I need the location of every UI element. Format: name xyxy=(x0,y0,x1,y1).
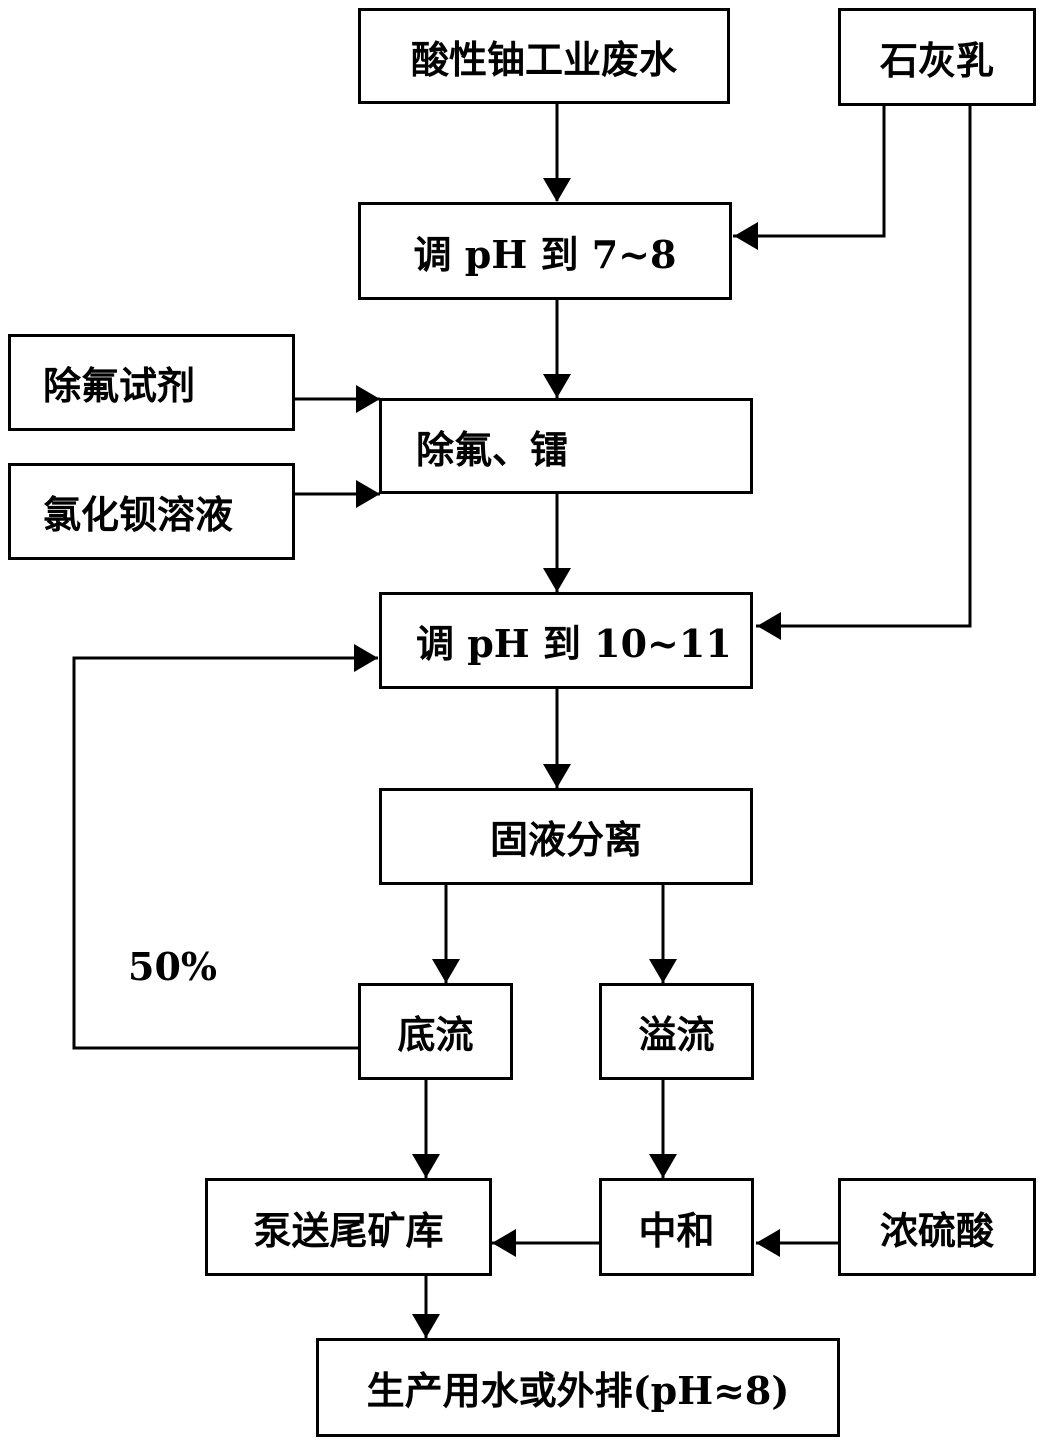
node-underflow: 底流 xyxy=(358,983,513,1080)
node-wastewater: 酸性铀工业废水 xyxy=(358,8,730,104)
node-adjust-ph-1: 调 pH 到 7~8 xyxy=(358,202,732,300)
arrowhead xyxy=(354,644,378,672)
arrowhead xyxy=(543,764,571,788)
node-final-water: 生产用水或外排(pH≈8) xyxy=(316,1338,840,1437)
arrowhead xyxy=(757,612,781,640)
node-conc-sulfuric-acid: 浓硫酸 xyxy=(838,1178,1036,1276)
arrowhead xyxy=(543,568,571,592)
recycle-ratio-label: 50% xyxy=(128,944,217,989)
arrowhead xyxy=(356,385,380,413)
arrowhead xyxy=(412,1154,440,1178)
arrowhead xyxy=(649,1154,677,1178)
arrowhead xyxy=(543,374,571,398)
node-adjust-ph-2: 调 pH 到 10~11 xyxy=(379,592,753,689)
arrowhead xyxy=(734,222,758,250)
node-solid-liquid-separation: 固液分离 xyxy=(379,788,753,885)
arrowhead xyxy=(412,1314,440,1338)
arrowhead xyxy=(756,1229,780,1257)
edge-lime-to-ph1 xyxy=(733,106,886,238)
node-defluor-reagent: 除氟试剂 xyxy=(8,334,295,431)
arrowhead xyxy=(543,178,571,202)
edge-recycle-to-ph2 xyxy=(72,656,378,1050)
arrowhead xyxy=(432,959,460,983)
node-overflow: 溢流 xyxy=(599,983,754,1080)
node-barium-chloride: 氯化钡溶液 xyxy=(8,463,295,560)
arrowhead xyxy=(492,1229,516,1257)
edge-lime-to-ph2 xyxy=(756,106,972,628)
arrowhead xyxy=(356,480,380,508)
node-lime-milk: 石灰乳 xyxy=(838,8,1036,106)
node-tailings-pump: 泵送尾矿库 xyxy=(205,1178,492,1276)
arrowhead xyxy=(649,959,677,983)
node-remove-f-ra: 除氟、镭 xyxy=(379,398,753,494)
node-neutralize: 中和 xyxy=(599,1178,754,1276)
